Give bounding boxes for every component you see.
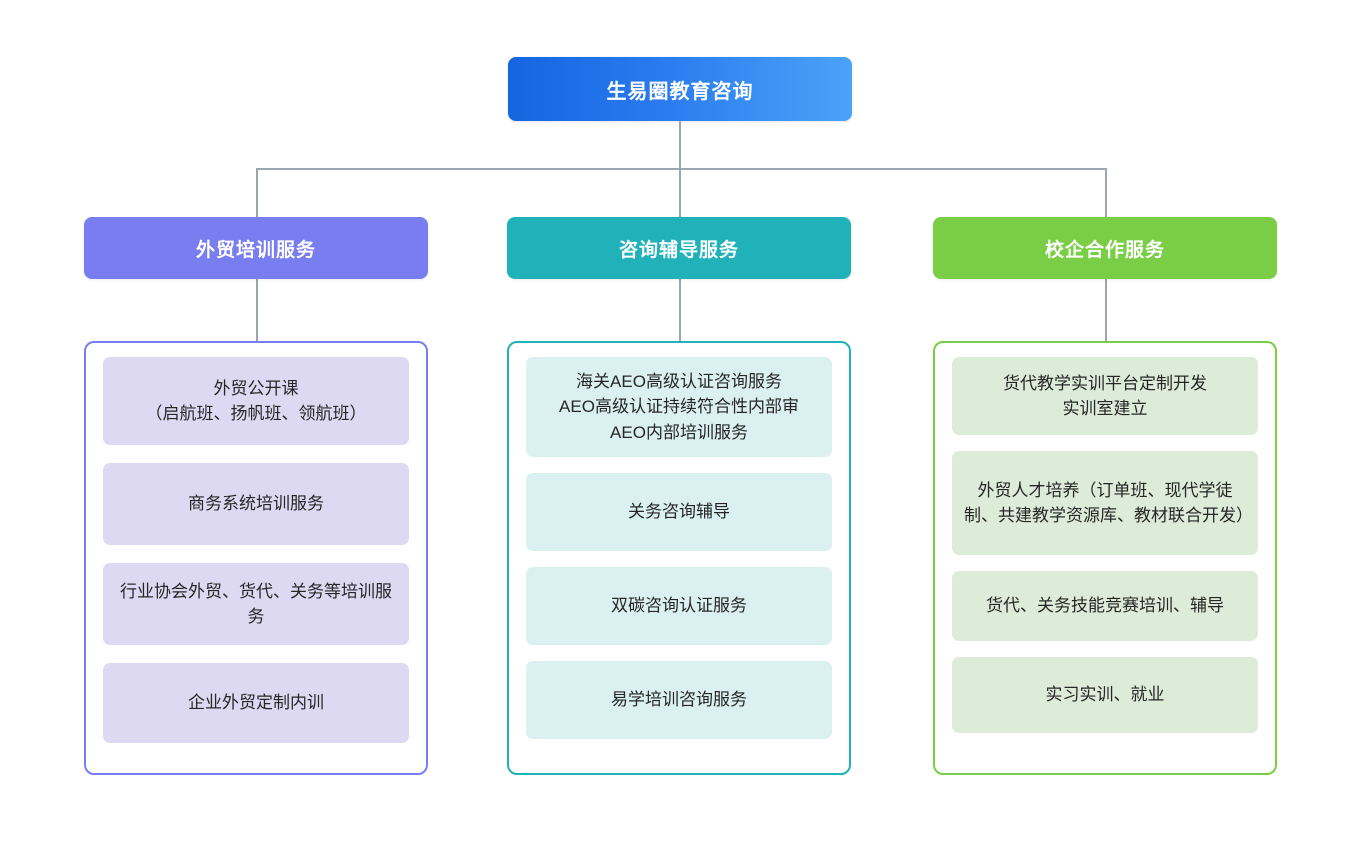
leaf-item[interactable]: 商务系统培训服务 xyxy=(103,463,409,545)
leaf-item[interactable]: 货代、关务技能竞赛培训、辅导 xyxy=(952,571,1258,641)
connector-horizontal-bus xyxy=(256,168,1107,170)
branch-header-school-enterprise[interactable]: 校企合作服务 xyxy=(933,217,1277,279)
leaf-item[interactable]: 外贸人才培养（订单班、现代学徒制、共建教学资源库、教材联合开发） xyxy=(952,451,1258,555)
connector-branch-right xyxy=(1105,168,1107,217)
connector-stub-left xyxy=(256,279,258,341)
leaf-item[interactable]: 企业外贸定制内训 xyxy=(103,663,409,743)
leaf-item[interactable]: 实习实训、就业 xyxy=(952,657,1258,733)
branch-header-training[interactable]: 外贸培训服务 xyxy=(84,217,428,279)
leaf-item[interactable]: 外贸公开课 （启航班、扬帆班、领航班） xyxy=(103,357,409,445)
connector-root-vertical xyxy=(679,121,681,169)
branch-panel-consulting: 海关AEO高级认证咨询服务 AEO高级认证持续符合性内部审 AEO内部培训服务 … xyxy=(507,341,851,775)
leaf-item[interactable]: 海关AEO高级认证咨询服务 AEO高级认证持续符合性内部审 AEO内部培训服务 xyxy=(526,357,832,457)
connector-stub-middle xyxy=(679,279,681,341)
root-node[interactable]: 生易圈教育咨询 xyxy=(508,57,852,121)
leaf-item[interactable]: 易学培训咨询服务 xyxy=(526,661,832,739)
branch-header-consulting[interactable]: 咨询辅导服务 xyxy=(507,217,851,279)
leaf-item[interactable]: 关务咨询辅导 xyxy=(526,473,832,551)
connector-branch-left xyxy=(256,168,258,217)
branch-column-consulting: 咨询辅导服务 海关AEO高级认证咨询服务 AEO高级认证持续符合性内部审 AEO… xyxy=(507,217,851,775)
leaf-item[interactable]: 行业协会外贸、货代、关务等培训服务 xyxy=(103,563,409,645)
connector-stub-right xyxy=(1105,279,1107,341)
branch-panel-training: 外贸公开课 （启航班、扬帆班、领航班） 商务系统培训服务 行业协会外贸、货代、关… xyxy=(84,341,428,775)
branch-column-training: 外贸培训服务 外贸公开课 （启航班、扬帆班、领航班） 商务系统培训服务 行业协会… xyxy=(84,217,428,775)
leaf-item[interactable]: 货代教学实训平台定制开发 实训室建立 xyxy=(952,357,1258,435)
branch-column-school-enterprise: 校企合作服务 货代教学实训平台定制开发 实训室建立 外贸人才培养（订单班、现代学… xyxy=(933,217,1277,775)
connector-branch-middle xyxy=(679,168,681,217)
leaf-item[interactable]: 双碳咨询认证服务 xyxy=(526,567,832,645)
branch-panel-school-enterprise: 货代教学实训平台定制开发 实训室建立 外贸人才培养（订单班、现代学徒制、共建教学… xyxy=(933,341,1277,775)
